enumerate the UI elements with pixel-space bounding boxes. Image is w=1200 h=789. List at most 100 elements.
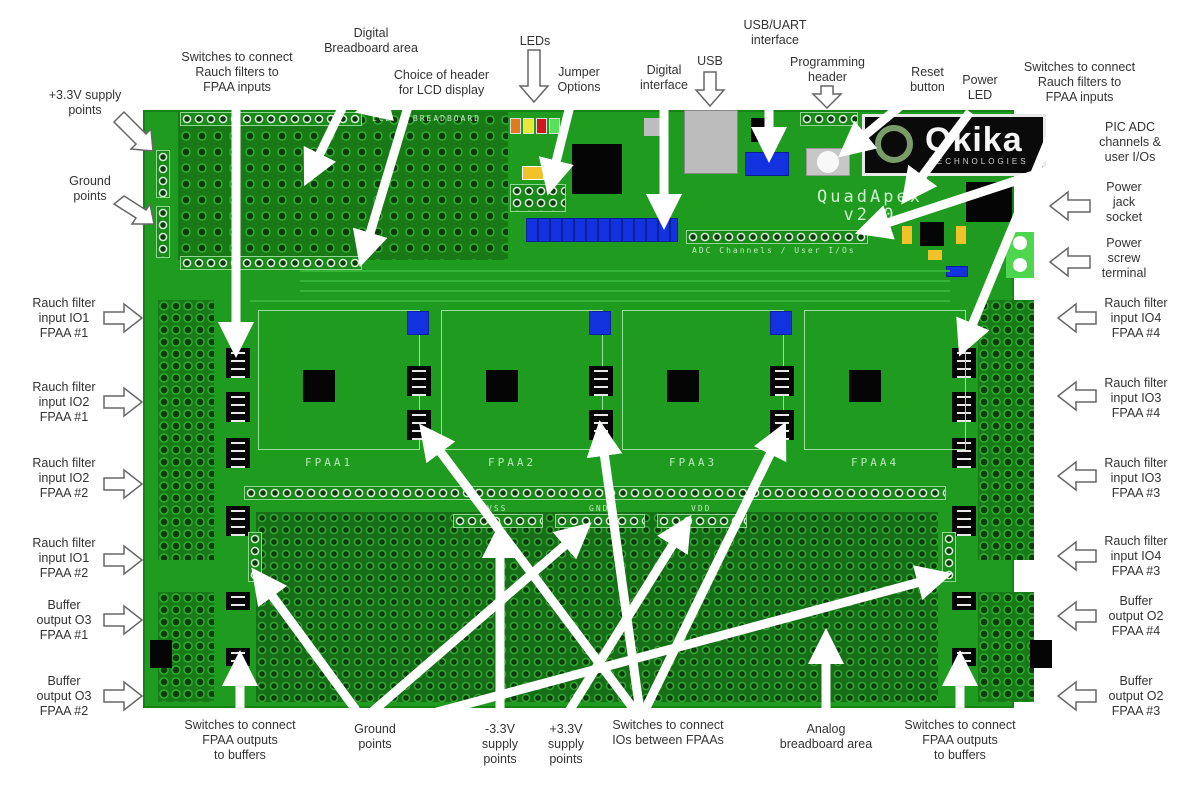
- io-switch[interactable]: [770, 366, 794, 396]
- reset-button-cap: [817, 151, 839, 173]
- hollow-arrow-leds: [518, 49, 550, 104]
- solid-arrows: [218, 50, 1087, 727]
- led-orange: [510, 118, 521, 134]
- hollow-arrow-plus-3v3-left: [112, 110, 154, 152]
- arrow-ground-2: [369, 522, 592, 716]
- arrow-ground-3: [398, 565, 953, 727]
- hollow-arrows-right: [1048, 190, 1097, 712]
- hollow-arrows-top: [518, 49, 843, 110]
- hollow-arrow-rauch-io3-fpaa3: [1056, 460, 1097, 492]
- label-rauch-io3-fpaa4: Rauch filter input IO3 FPAA #4: [1104, 376, 1168, 420]
- fpaa-io-header-row: [244, 486, 946, 500]
- trace: [300, 290, 950, 292]
- capacitor-3: [956, 226, 966, 244]
- hollow-arrow-buffer-o3-fpaa2: [103, 680, 144, 712]
- hollow-arrow-buffer-o2-fpaa4: [1056, 600, 1097, 632]
- label-power-led: Power LED: [962, 73, 998, 102]
- label-rauch-io4-fpaa3: Rauch filter input IO4 FPAA #3: [1104, 534, 1168, 578]
- voltage-regulator: [920, 222, 944, 246]
- led-yellow: [523, 118, 534, 134]
- label-plus-3v3-supply-bottom: +3.3V supply points: [547, 722, 585, 766]
- arrow-lcd-header: [352, 98, 415, 268]
- label-buffer-o2-fpaa4: Buffer output O2 FPAA #4: [1108, 594, 1164, 638]
- arrow-jumper-options: [538, 96, 577, 196]
- io-switch[interactable]: [407, 366, 431, 396]
- buffer-switch-left[interactable]: [226, 592, 250, 610]
- microcontroller-chip: [572, 144, 622, 194]
- arrow-io-switches-2: [586, 420, 645, 713]
- hollow-arrow-power-jack: [1048, 190, 1091, 222]
- board-name: QuadApex: [817, 187, 923, 207]
- fpaa-chip-1: [303, 370, 335, 402]
- fpaa-chip-4: [849, 370, 881, 402]
- rauch-section-left: [158, 300, 214, 560]
- fpaa-label-4: FPAA4: [851, 456, 900, 469]
- rauch-switch-left[interactable]: [226, 392, 250, 422]
- buffer-opamp-left: [150, 640, 172, 668]
- label-io-switches: Switches to connect IOs between FPAAs: [612, 718, 724, 747]
- rauch-switch-left[interactable]: [226, 506, 250, 536]
- gnd-silk: GND: [589, 504, 610, 513]
- label-plus-3v3-supply-left: +3.3V supply points: [48, 88, 122, 117]
- rauch-switch-right[interactable]: [952, 506, 976, 536]
- fpaa-label-2: FPAA2: [488, 456, 537, 469]
- trace: [300, 280, 950, 282]
- arrow-ground-1: [251, 567, 360, 713]
- hollow-arrow-ground-left: [112, 195, 155, 225]
- fpaa-label-3: FPAA3: [669, 456, 718, 469]
- hollow-arrow-rauch-io2-fpaa1: [103, 386, 144, 418]
- arrow-io-switches-3: [639, 421, 787, 714]
- okika-brand-sub: TECHNOLOGIES: [929, 157, 1029, 166]
- label-analog-breadboard: Analog breadboard area: [779, 722, 873, 751]
- screw-2: [1013, 258, 1027, 272]
- buffer-opamp-right: [1030, 640, 1052, 668]
- vss-silk: VSS: [487, 504, 508, 513]
- rauch-switch-left[interactable]: [226, 438, 250, 468]
- hollow-arrow-buffer-o2-fpaa3: [1056, 680, 1097, 712]
- rauch-switch-right[interactable]: [952, 392, 976, 422]
- hollow-arrows-left: [103, 110, 155, 712]
- hollow-arrow-rauch-io3-fpaa4: [1056, 380, 1097, 412]
- label-usb: USB: [697, 54, 723, 68]
- label-buffer-switches-left: Switches to connect FPAA outputs to buff…: [184, 718, 296, 762]
- fpaa-chip-2: [486, 370, 518, 402]
- arrow-rauch-switches-right: [956, 106, 1067, 357]
- buffer-section-right: [978, 592, 1034, 702]
- label-ground-points-left: Ground points: [69, 174, 111, 203]
- capacitor-4: [928, 250, 942, 260]
- rauch-switch-right[interactable]: [952, 438, 976, 468]
- plus-3v3-header-left: [156, 150, 170, 198]
- led-green: [549, 118, 560, 134]
- label-power-screw: Power screw terminal: [1101, 236, 1147, 280]
- screw-1: [1013, 236, 1027, 250]
- crystal: [644, 118, 662, 136]
- label-buffer-o3-fpaa1: Buffer output O3 FPAA #1: [36, 598, 92, 642]
- label-rauch-io2-fpaa1: Rauch filter input IO2 FPAA #1: [32, 380, 96, 424]
- label-lcd-header: Choice of header for LCD display: [393, 68, 490, 97]
- label-rauch-io1-fpaa2: Rauch filter input IO1 FPAA #2: [32, 536, 96, 580]
- power-screw-terminal: [1006, 232, 1034, 278]
- label-digital-interface: Digital interface: [640, 63, 688, 92]
- hollow-arrow-rauch-io1-fpaa1: [103, 302, 144, 334]
- buffer-switch-right[interactable]: [952, 592, 976, 610]
- label-buffer-o2-fpaa3: Buffer output O2 FPAA #3: [1108, 674, 1164, 718]
- label-rauch-io1-fpaa1: Rauch filter input IO1 FPAA #1: [32, 296, 96, 340]
- ground-header-left: [156, 206, 170, 258]
- capacitor-2: [902, 226, 912, 244]
- adc-user-io-header: [686, 230, 868, 244]
- hollow-arrow-rauch-io1-fpaa2: [103, 544, 144, 576]
- io-switch[interactable]: [589, 366, 613, 396]
- label-rauch-io3-fpaa3: Rauch filter input IO3 FPAA #3: [1104, 456, 1168, 500]
- hollow-arrow-rauch-io2-fpaa2: [103, 468, 144, 500]
- arrow-digital-breadboard: [303, 94, 353, 187]
- hollow-arrow-rauch-io4-fpaa3: [1056, 540, 1097, 572]
- label-usb-uart: USB/UART interface: [743, 18, 807, 47]
- lcd-header-bottom: [180, 256, 362, 270]
- hollow-arrow-programming: [811, 85, 843, 110]
- label-buffer-o3-fpaa2: Buffer output O3 FPAA #2: [36, 674, 92, 718]
- okika-swirl-icon: [875, 125, 913, 163]
- fpaa-jumper-3: [770, 311, 792, 335]
- label-minus-3v3-supply: -3.3V supply points: [481, 722, 519, 766]
- label-pic-adc: PIC ADC channels & user I/Os: [1099, 120, 1161, 164]
